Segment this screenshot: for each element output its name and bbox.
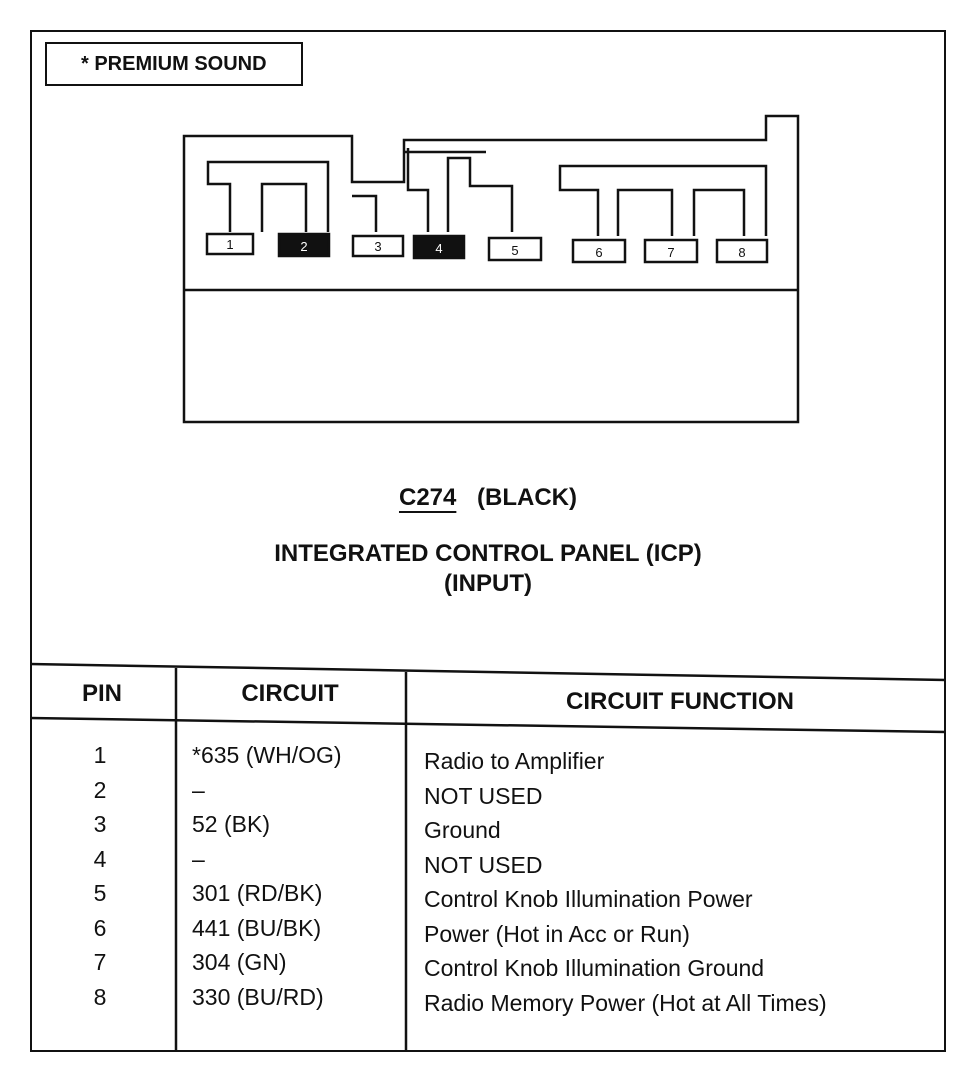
function-cell: Control Knob Illumination Power bbox=[424, 886, 753, 912]
table-grid bbox=[30, 662, 946, 1050]
cavity-path-6-8 bbox=[558, 164, 768, 236]
pin-cell: 7 bbox=[93, 949, 107, 975]
pin-cell: 3 bbox=[93, 811, 107, 837]
cavity-label-1: 1 bbox=[226, 237, 233, 252]
header-circuit-function: CIRCUIT FUNCTION bbox=[566, 688, 794, 715]
circuit-column: *635 (WH/OG) – 52 (BK) – 301 (RD/BK) 441 (BU/… bbox=[192, 738, 392, 1014]
legend-text: * PREMIUM SOUND bbox=[81, 53, 267, 75]
pin-cell: 5 bbox=[93, 880, 107, 906]
pin-cell: 8 bbox=[93, 983, 107, 1010]
connector-code: C274 bbox=[398, 484, 457, 511]
function-cell: Ground bbox=[424, 817, 501, 843]
function-cell: Control Knob Illumination Ground bbox=[424, 955, 765, 981]
header-circuit: CIRCUIT bbox=[241, 680, 339, 707]
function-cell: Radio to Amplifier bbox=[424, 748, 605, 774]
cavity-label-5: 5 bbox=[511, 243, 518, 258]
cavity-label-2: 2 bbox=[300, 239, 307, 254]
pin-cell: 4 bbox=[93, 845, 107, 872]
connector-name: INTEGRATED CONTROL PANEL (ICP) bbox=[274, 540, 702, 567]
circuit-cell: – bbox=[192, 776, 205, 803]
connector-outline bbox=[182, 114, 800, 424]
circuit-cell: 52 (BK) bbox=[192, 811, 270, 837]
cavity-8 bbox=[715, 238, 769, 264]
cavity-3 bbox=[351, 234, 405, 258]
cavity-1 bbox=[205, 232, 255, 256]
function-cell: Power (Hot in Acc or Run) bbox=[424, 920, 690, 947]
cavity-2 bbox=[277, 232, 331, 258]
circuit-cell: 301 (RD/BK) bbox=[192, 880, 323, 906]
cavity-path-4 bbox=[404, 148, 514, 232]
circuit-cell: 330 (BU/RD) bbox=[192, 983, 324, 1010]
cavity-path-3 bbox=[352, 194, 378, 232]
cavity-label-4: 4 bbox=[435, 241, 442, 256]
connector-face-diagram: 1 2 3 4 5 6 7 8 bbox=[182, 114, 800, 424]
pin-cell: 2 bbox=[93, 776, 107, 803]
cavity-label-8: 8 bbox=[738, 245, 745, 260]
header-pin: PIN bbox=[81, 680, 122, 707]
cavity-label-7: 7 bbox=[667, 245, 674, 260]
cavity-label-6: 6 bbox=[595, 245, 602, 260]
circuit-cell: – bbox=[192, 845, 205, 872]
pin-cell: 6 bbox=[93, 914, 107, 941]
cavity-7 bbox=[643, 238, 699, 264]
cavity-path-1-2 bbox=[206, 160, 330, 232]
function-cell: NOT USED bbox=[424, 782, 543, 809]
circuit-cell: 441 (BU/BK) bbox=[192, 914, 322, 941]
circuit-cell: 304 (GN) bbox=[192, 949, 287, 975]
connector-color: (BLACK) bbox=[477, 484, 578, 511]
pin-table: PIN CIRCUIT CIRCUIT FUNCTION bbox=[30, 662, 946, 1052]
cavity-label-3: 3 bbox=[374, 239, 381, 254]
function-cell: Radio Memory Power (Hot at All Times) bbox=[424, 989, 827, 1016]
function-cell: NOT USED bbox=[424, 851, 543, 878]
connector-subtitle: (INPUT) bbox=[444, 570, 532, 597]
diagram-frame bbox=[30, 30, 946, 1052]
cavity-4 bbox=[412, 234, 466, 260]
cavity-6 bbox=[571, 238, 627, 264]
legend-box: * PREMIUM SOUND bbox=[45, 42, 303, 86]
pin-cell: 1 bbox=[93, 742, 107, 768]
pin-column: 1 2 3 4 5 6 7 8 bbox=[70, 738, 130, 1014]
cavity-5 bbox=[487, 236, 543, 262]
circuit-cell: *635 (WH/OG) bbox=[192, 742, 342, 768]
connector-id: C274 (BLACK) bbox=[0, 484, 976, 512]
